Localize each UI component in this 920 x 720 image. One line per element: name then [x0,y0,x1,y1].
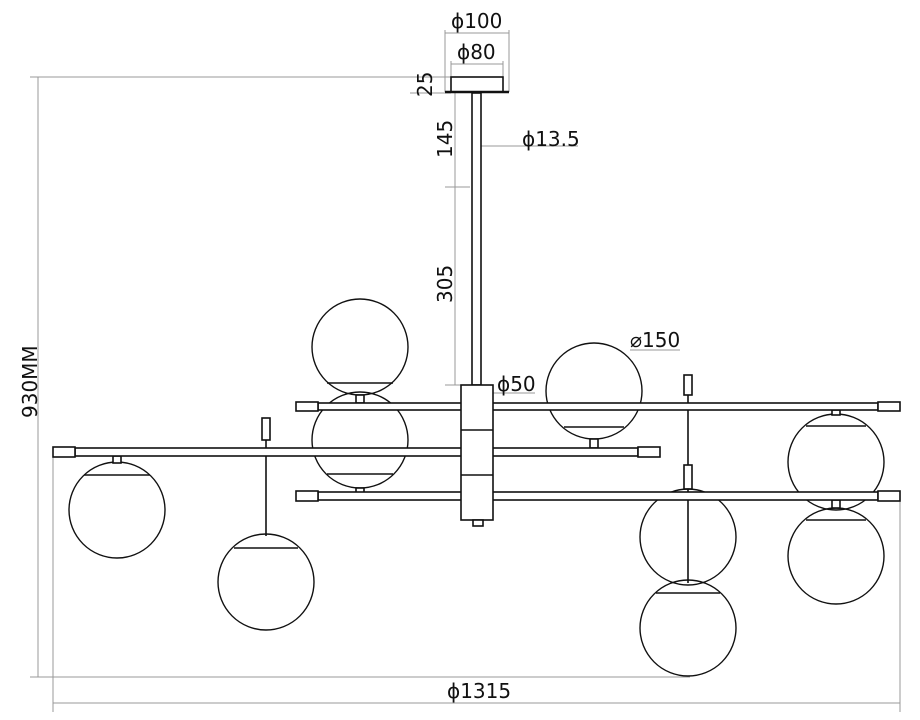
globe [787,499,885,605]
dim-globe-diameter: ⌀150 [630,328,680,352]
dim-stem-upper: 145 [433,120,457,158]
dim-stem-lower: 305 [433,265,457,303]
arms [52,401,901,502]
dim-canopy-outer: ϕ100 [451,9,502,33]
globe [639,374,737,677]
dim-canopy-inner: ϕ80 [457,40,496,64]
globe [545,342,643,449]
globes [68,298,885,677]
dim-total-height: 930MM [18,345,42,418]
globe [217,417,315,631]
globe [68,455,166,559]
dim-stem-diameter: ϕ13.5 [522,127,580,151]
dim-total-width: ϕ1315 [447,679,511,703]
hub [460,384,494,527]
dimension-lines [30,30,901,712]
globe [311,298,409,404]
dim-hub-diameter: ϕ50 [497,372,536,396]
canopy [445,76,509,386]
dim-canopy-height: 25 [413,72,437,97]
